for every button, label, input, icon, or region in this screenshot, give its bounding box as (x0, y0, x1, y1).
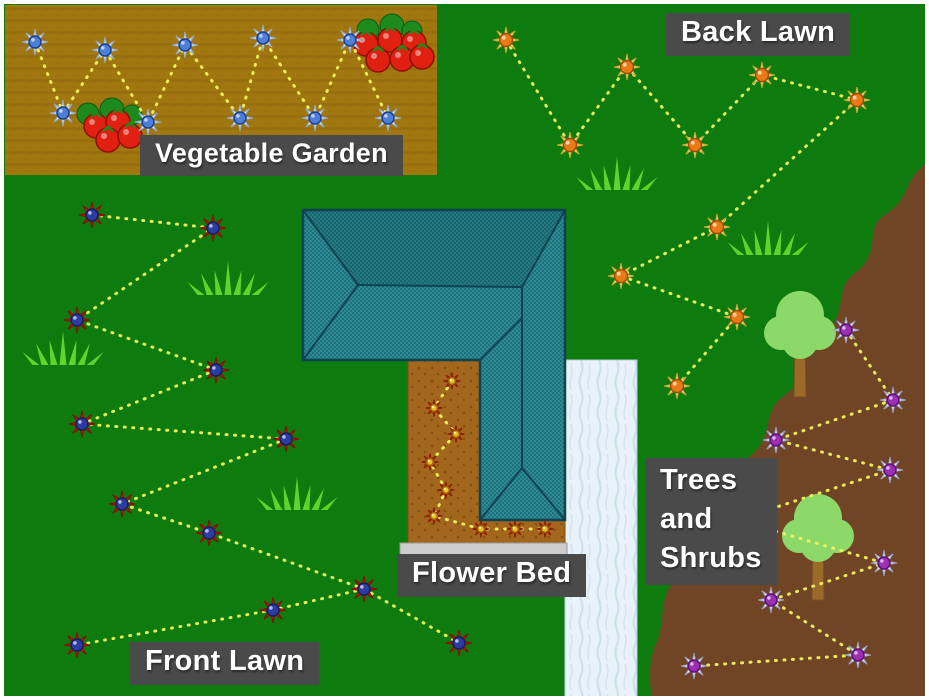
roof-ridge-line (479, 317, 523, 361)
sprinkler-head (108, 490, 136, 518)
sprinkler-head (663, 372, 691, 400)
sprinkler-head (556, 131, 584, 159)
grass-tuft-icon (22, 331, 104, 365)
sprinkler-head (78, 201, 106, 229)
house (301, 208, 567, 522)
roof-ridge-line (302, 209, 359, 286)
decorations (22, 13, 854, 601)
sprinkler-heads (21, 24, 907, 680)
sprinkler-head (876, 456, 904, 484)
sprinkler-head (21, 28, 49, 56)
trees-shrubs-label: Trees and Shrubs (645, 458, 777, 586)
sprinkler-head (762, 426, 790, 454)
sprinkler-head (723, 303, 751, 331)
sprinkler-head (879, 386, 907, 414)
flower-bed-label: Flower Bed (397, 554, 587, 597)
sprinkler-head (703, 213, 731, 241)
sprinkler-head (91, 36, 119, 64)
sprinkler-head (425, 399, 443, 417)
tomato-plant-icon (353, 13, 435, 73)
sprinkler-head (613, 53, 641, 81)
roof-ridge-line (479, 467, 523, 521)
dotted-connector-line (33, 34, 390, 126)
sprinkler-head (63, 631, 91, 659)
sprinkler-head (171, 31, 199, 59)
grass-tuft-icon (576, 156, 658, 190)
dotted-connector-line (504, 38, 861, 388)
vegetable-garden-label: Vegetable Garden (140, 135, 403, 176)
sprinkler-head (301, 104, 329, 132)
sprinkler-head (680, 652, 708, 680)
sprinkler-chain-vegetable (33, 34, 390, 126)
sprinkler-head (350, 575, 378, 603)
grass-tuft-icon (256, 476, 338, 510)
sprinkler-head (336, 26, 364, 54)
sprinkler-head (536, 520, 554, 538)
sprinkler-head (843, 86, 871, 114)
sprinkler-head (49, 99, 77, 127)
sprinkler-head (832, 316, 860, 344)
grass-tuft-icon (187, 261, 269, 295)
roof-ridge-line (302, 284, 359, 361)
back-lawn-label: Back Lawn (666, 13, 851, 56)
roof-ridge-line (357, 284, 523, 288)
sprinkler-head (447, 425, 465, 443)
sprinkler-head (681, 131, 709, 159)
grass-tuft-icon (727, 221, 809, 255)
sprinkler-head (443, 372, 461, 390)
sprinkler-head (425, 507, 443, 525)
sprinkler-head (272, 425, 300, 453)
sprinkler-head (870, 549, 898, 577)
walkway (564, 359, 638, 700)
sprinkler-head (63, 306, 91, 334)
tomato-plant-icon (76, 97, 143, 153)
sprinkler-head (506, 520, 524, 538)
sprinkler-head (757, 586, 785, 614)
sprinkler-chain-back_lawn (504, 38, 861, 388)
sprinkler-head (195, 519, 223, 547)
sprinkler-head (199, 214, 227, 242)
sprinkler-head (492, 26, 520, 54)
sprinkler-head (748, 61, 776, 89)
sprinkler-head (445, 629, 473, 657)
sprinkler-head (437, 481, 455, 499)
sprinkler-head (607, 262, 635, 290)
tree-icon (764, 291, 836, 398)
sprinkler-head (202, 356, 230, 384)
sprinkler-head (249, 24, 277, 52)
roof-shade (303, 210, 565, 287)
sprinkler-head (374, 104, 402, 132)
sprinkler-head (421, 453, 439, 471)
sprinkler-head (472, 520, 490, 538)
sprinkler-head (68, 410, 96, 438)
sprinkler-head (226, 104, 254, 132)
dotted-connector-line (73, 213, 461, 645)
front-lawn-label: Front Lawn (130, 642, 320, 685)
sprinkler-head (844, 641, 872, 669)
sprinkler-head (259, 596, 287, 624)
roof-ridge-line (521, 209, 566, 288)
sprinkler-head (134, 108, 162, 136)
roof-ridge-line (521, 467, 566, 521)
